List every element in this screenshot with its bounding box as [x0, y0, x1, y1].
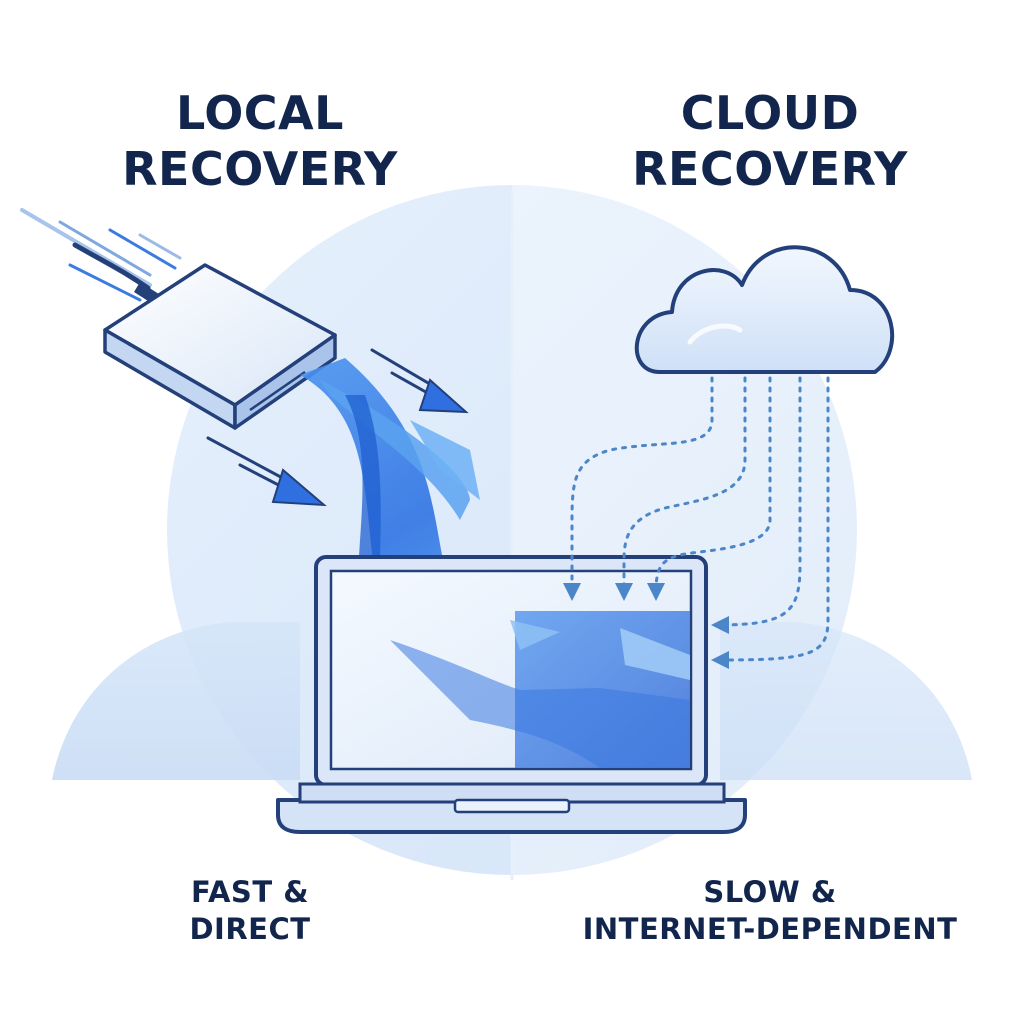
local-recovery-caption: FAST & DIRECT — [130, 874, 370, 948]
local-caption-line2: DIRECT — [189, 912, 311, 946]
speed-lines — [20, 208, 182, 302]
cloud-caption-line1: SLOW & — [703, 875, 837, 909]
local-title-line2: RECOVERY — [122, 142, 398, 196]
fast-arrow-lower — [206, 436, 327, 507]
cloud-recovery-title: CLOUD RECOVERY — [560, 85, 980, 197]
cloud-title-line1: CLOUD — [680, 86, 860, 140]
local-caption-line1: FAST & — [191, 875, 309, 909]
cloud-icon — [634, 245, 895, 374]
fast-arrow-upper — [370, 348, 469, 414]
local-recovery-title: LOCAL RECOVERY — [70, 85, 450, 197]
cloud-caption-line2: INTERNET-DEPENDENT — [582, 912, 958, 946]
slow-data-paths — [563, 376, 830, 669]
cloud-recovery-caption: SLOW & INTERNET-DEPENDENT — [560, 874, 980, 948]
cloud-title-line2: RECOVERY — [632, 142, 908, 196]
laptop-icon — [276, 555, 747, 834]
external-hard-drive-icon — [103, 263, 337, 430]
local-title-line1: LOCAL — [176, 86, 344, 140]
background-hills — [52, 622, 972, 780]
